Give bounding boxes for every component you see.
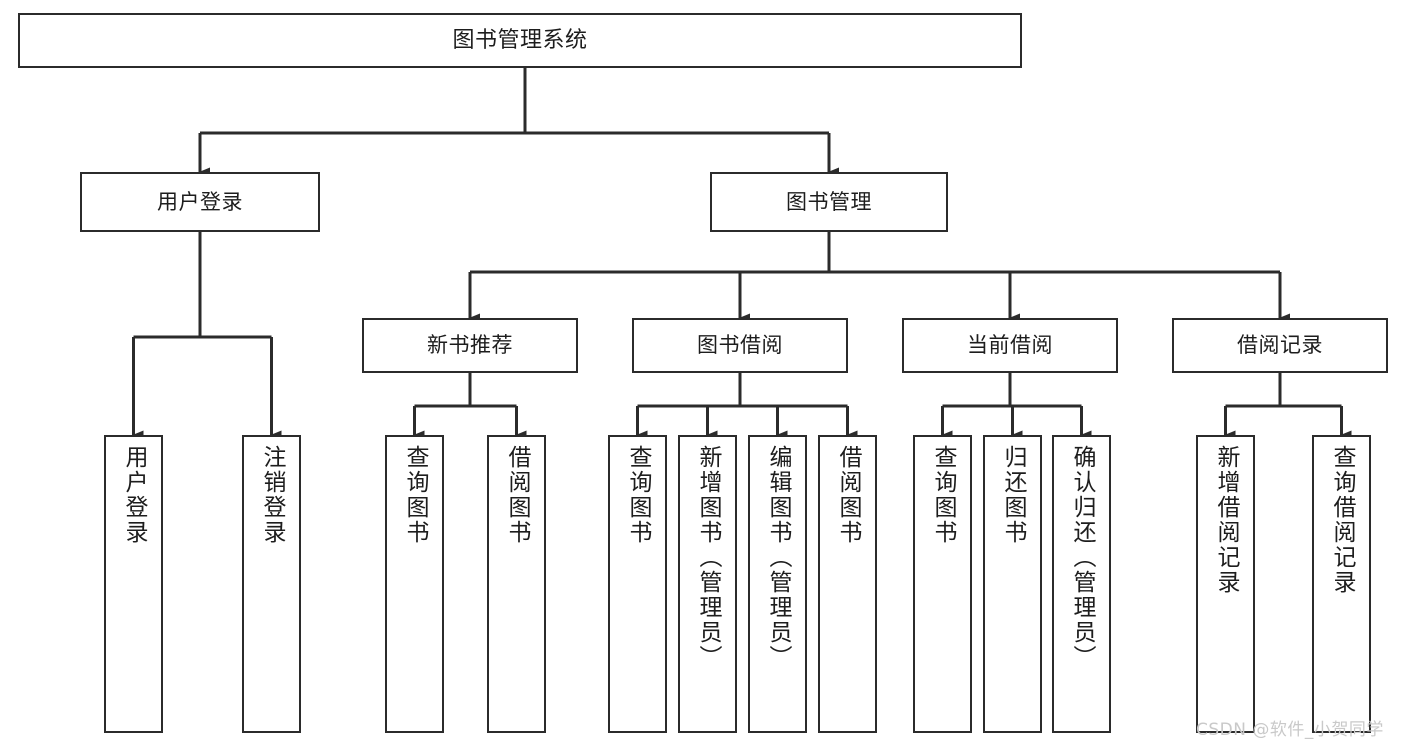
node-label-leaf-rec-1: 新增借阅记录	[1213, 445, 1239, 595]
node-leaf-cur-3[interactable]: 确认归还（管理员）	[1052, 435, 1111, 733]
node-label-leaf-login-2: 注销登录	[259, 445, 285, 545]
node-leaf-login-1[interactable]: 用户登录	[104, 435, 163, 733]
node-label-leaf-bor-4: 借阅图书	[835, 445, 861, 545]
node-leaf-rec-2[interactable]: 查询借阅记录	[1312, 435, 1371, 733]
node-label-login: 用户登录	[157, 189, 243, 214]
node-leaf-new-1[interactable]: 查询图书	[385, 435, 444, 733]
node-label-leaf-cur-3: 确认归还（管理员）	[1069, 445, 1095, 670]
node-label-leaf-login-1: 用户登录	[121, 445, 147, 545]
node-leaf-cur-2[interactable]: 归还图书	[983, 435, 1042, 733]
node-label-leaf-cur-1: 查询图书	[930, 445, 956, 545]
node-label-root: 图书管理系统	[452, 27, 588, 53]
node-label-records: 借阅记录	[1237, 333, 1323, 358]
node-login[interactable]: 用户登录	[80, 172, 320, 232]
node-label-borrow: 图书借阅	[697, 333, 783, 358]
node-newbook[interactable]: 新书推荐	[362, 318, 578, 373]
node-current[interactable]: 当前借阅	[902, 318, 1118, 373]
node-leaf-login-2[interactable]: 注销登录	[242, 435, 301, 733]
node-label-leaf-new-2: 借阅图书	[504, 445, 530, 545]
node-label-leaf-rec-2: 查询借阅记录	[1329, 445, 1355, 595]
node-root[interactable]: 图书管理系统	[18, 13, 1022, 68]
node-leaf-new-2[interactable]: 借阅图书	[487, 435, 546, 733]
node-label-leaf-new-1: 查询图书	[402, 445, 428, 545]
node-leaf-bor-3[interactable]: 编辑图书（管理员）	[748, 435, 807, 733]
node-leaf-bor-1[interactable]: 查询图书	[608, 435, 667, 733]
node-label-leaf-bor-2: 新增图书（管理员）	[695, 445, 721, 670]
node-label-leaf-cur-2: 归还图书	[1000, 445, 1026, 545]
node-records[interactable]: 借阅记录	[1172, 318, 1388, 373]
node-label-leaf-bor-3: 编辑图书（管理员）	[765, 445, 791, 670]
node-label-newbook: 新书推荐	[427, 333, 513, 358]
node-leaf-bor-2[interactable]: 新增图书（管理员）	[678, 435, 737, 733]
node-bookmgmt[interactable]: 图书管理	[710, 172, 948, 232]
node-borrow[interactable]: 图书借阅	[632, 318, 848, 373]
node-label-leaf-bor-1: 查询图书	[625, 445, 651, 545]
node-label-bookmgmt: 图书管理	[786, 189, 872, 214]
node-leaf-bor-4[interactable]: 借阅图书	[818, 435, 877, 733]
node-leaf-rec-1[interactable]: 新增借阅记录	[1196, 435, 1255, 733]
node-label-current: 当前借阅	[967, 333, 1053, 358]
node-leaf-cur-1[interactable]: 查询图书	[913, 435, 972, 733]
csdn-watermark: CSDN @软件_小贺同学	[1196, 720, 1384, 740]
